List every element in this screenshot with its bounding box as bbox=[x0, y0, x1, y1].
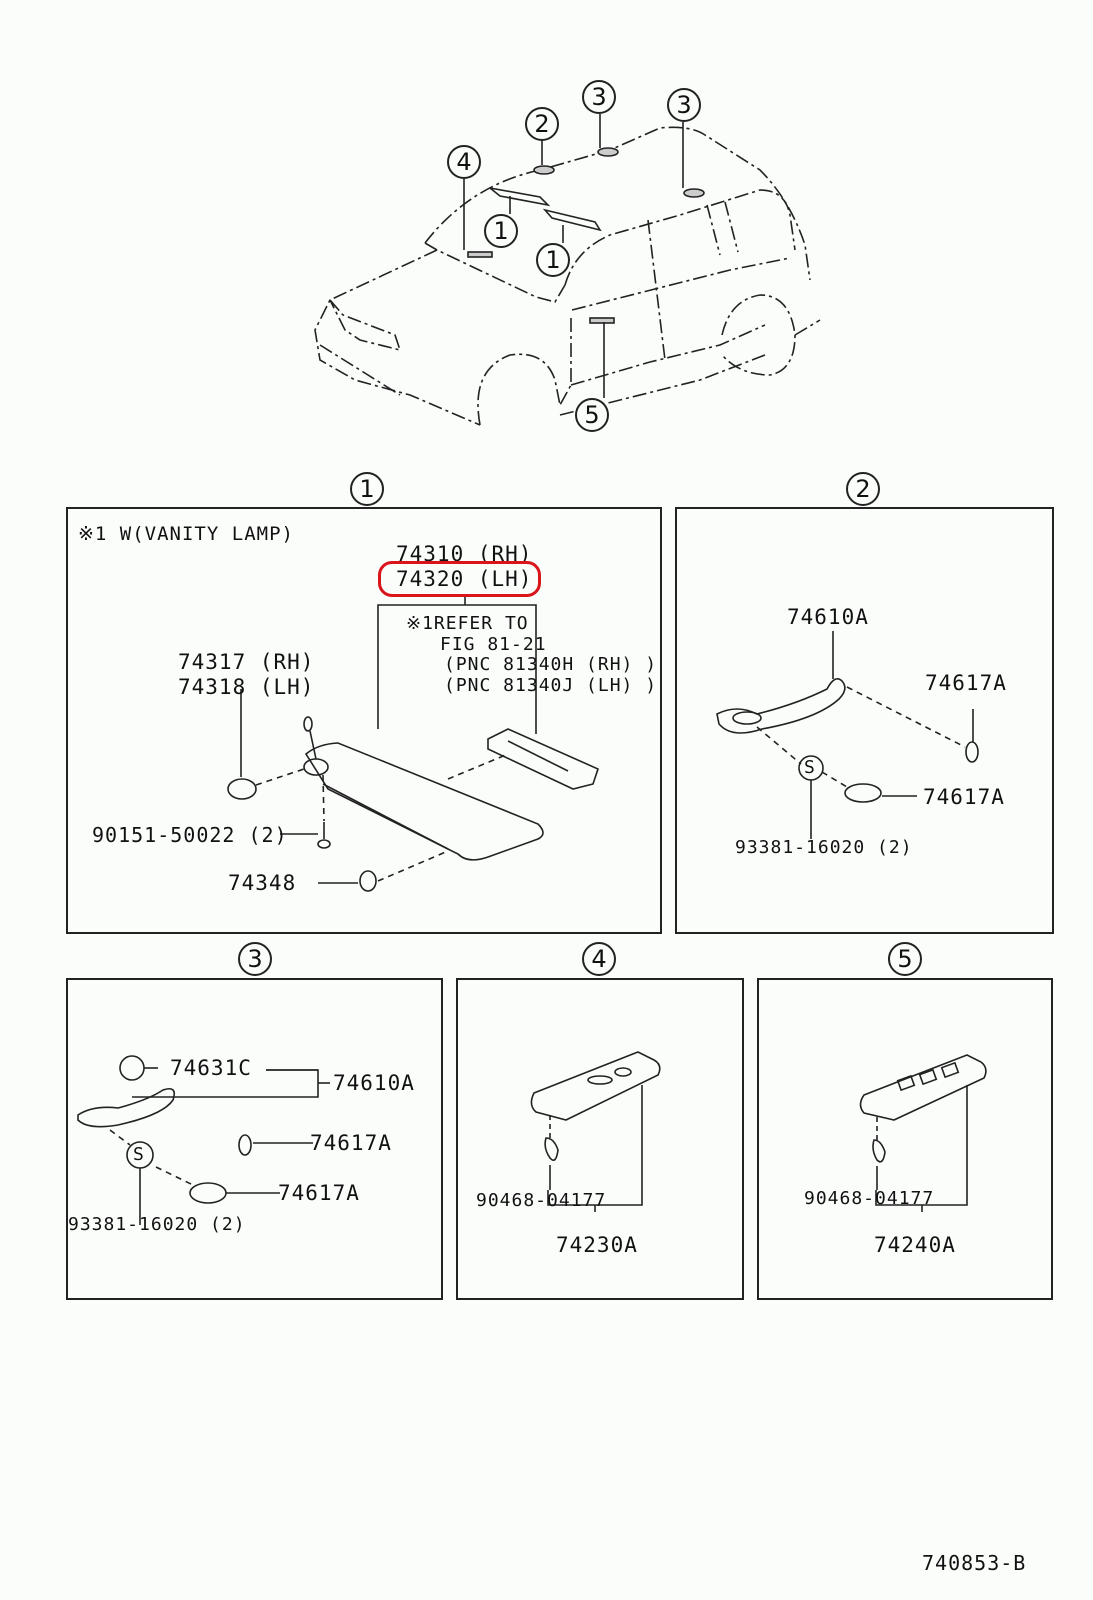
panel-2-assist-grip: 74610A 74617A 74617A S 93381-16020 (2) bbox=[675, 507, 1054, 934]
part-74317-rh[interactable]: 74317 (RH) bbox=[178, 650, 315, 674]
highlight-ring bbox=[378, 561, 541, 597]
callout-1b-overview: 1 bbox=[536, 243, 570, 277]
refer-note-line1: ※1REFER TO bbox=[406, 613, 529, 634]
grip-drawing-3 bbox=[77, 1055, 330, 1225]
callout-4-overview: 4 bbox=[447, 145, 481, 179]
panel-4-number: 4 bbox=[582, 942, 616, 976]
visor-drawing bbox=[227, 594, 599, 892]
screw-symbol-s-rear: S bbox=[133, 1144, 145, 1165]
part-74320-lh[interactable]: 74320 (LH) bbox=[396, 567, 533, 591]
part-90468-04177-front[interactable]: 90468-04177 bbox=[476, 1190, 607, 1211]
note-vanity-lamp: ※1 W(VANITY LAMP) bbox=[78, 523, 294, 545]
part-93381-16020[interactable]: 93381-16020 (2) bbox=[735, 837, 913, 858]
grip-drawing-2 bbox=[716, 631, 979, 839]
refer-note-line2: FIG 81-21 bbox=[440, 634, 547, 655]
panel-5-number: 5 bbox=[888, 942, 922, 976]
part-74230a[interactable]: 74230A bbox=[556, 1233, 638, 1257]
panel-1-sun-visor: ※1 W(VANITY LAMP) 74310 (RH) 74320 (LH) … bbox=[66, 507, 662, 934]
part-74348[interactable]: 74348 bbox=[228, 871, 297, 895]
vehicle-outline-drawing bbox=[314, 114, 821, 426]
part-74631c[interactable]: 74631C bbox=[170, 1056, 252, 1080]
part-74310-rh[interactable]: 74310 (RH) bbox=[396, 542, 533, 566]
part-74617a-rear-upper[interactable]: 74617A bbox=[310, 1131, 392, 1155]
part-74617a-lower[interactable]: 74617A bbox=[923, 785, 1005, 809]
refer-note-line4: (PNC 81340J (LH) ) bbox=[444, 675, 658, 696]
callout-2-overview: 2 bbox=[525, 107, 559, 141]
callout-1-overview: 1 bbox=[484, 214, 518, 248]
figure-id: 740853-B bbox=[922, 1551, 1027, 1575]
room-lamp-drawing bbox=[530, 1051, 661, 1212]
part-90151-50022[interactable]: 90151-50022 (2) bbox=[92, 823, 288, 847]
part-74617a-upper[interactable]: 74617A bbox=[925, 671, 1007, 695]
panel-3-number: 3 bbox=[238, 942, 272, 976]
panel-5-room-lamp: 90468-04177 74240A bbox=[757, 978, 1053, 1300]
part-90468-04177-rear[interactable]: 90468-04177 bbox=[804, 1188, 935, 1209]
panel-4-room-lamp: 90468-04177 74230A bbox=[456, 978, 744, 1300]
part-93381-16020-rear[interactable]: 93381-16020 (2) bbox=[68, 1214, 246, 1235]
vehicle-overview: 4 2 3 3 1 1 5 bbox=[0, 0, 1093, 470]
part-74617a-rear-lower[interactable]: 74617A bbox=[278, 1181, 360, 1205]
callout-3b-overview: 3 bbox=[667, 88, 701, 122]
callout-3-overview: 3 bbox=[582, 80, 616, 114]
panel-2-number: 2 bbox=[846, 472, 880, 506]
panel-3-assist-grip-rear: 74631C 74610A 74617A 74617A S 93381-1602… bbox=[66, 978, 443, 1300]
room-lamp-drawing-5 bbox=[859, 1054, 987, 1212]
part-74610a[interactable]: 74610A bbox=[787, 605, 869, 629]
part-74318-lh[interactable]: 74318 (LH) bbox=[178, 675, 315, 699]
part-74240a[interactable]: 74240A bbox=[874, 1233, 956, 1257]
refer-note-line3: (PNC 81340H (RH) ) bbox=[444, 654, 658, 675]
screw-symbol-s: S bbox=[804, 757, 816, 778]
callout-5-overview: 5 bbox=[575, 398, 609, 432]
part-74610a-rear[interactable]: 74610A bbox=[333, 1071, 415, 1095]
panel-1-number: 1 bbox=[350, 472, 384, 506]
